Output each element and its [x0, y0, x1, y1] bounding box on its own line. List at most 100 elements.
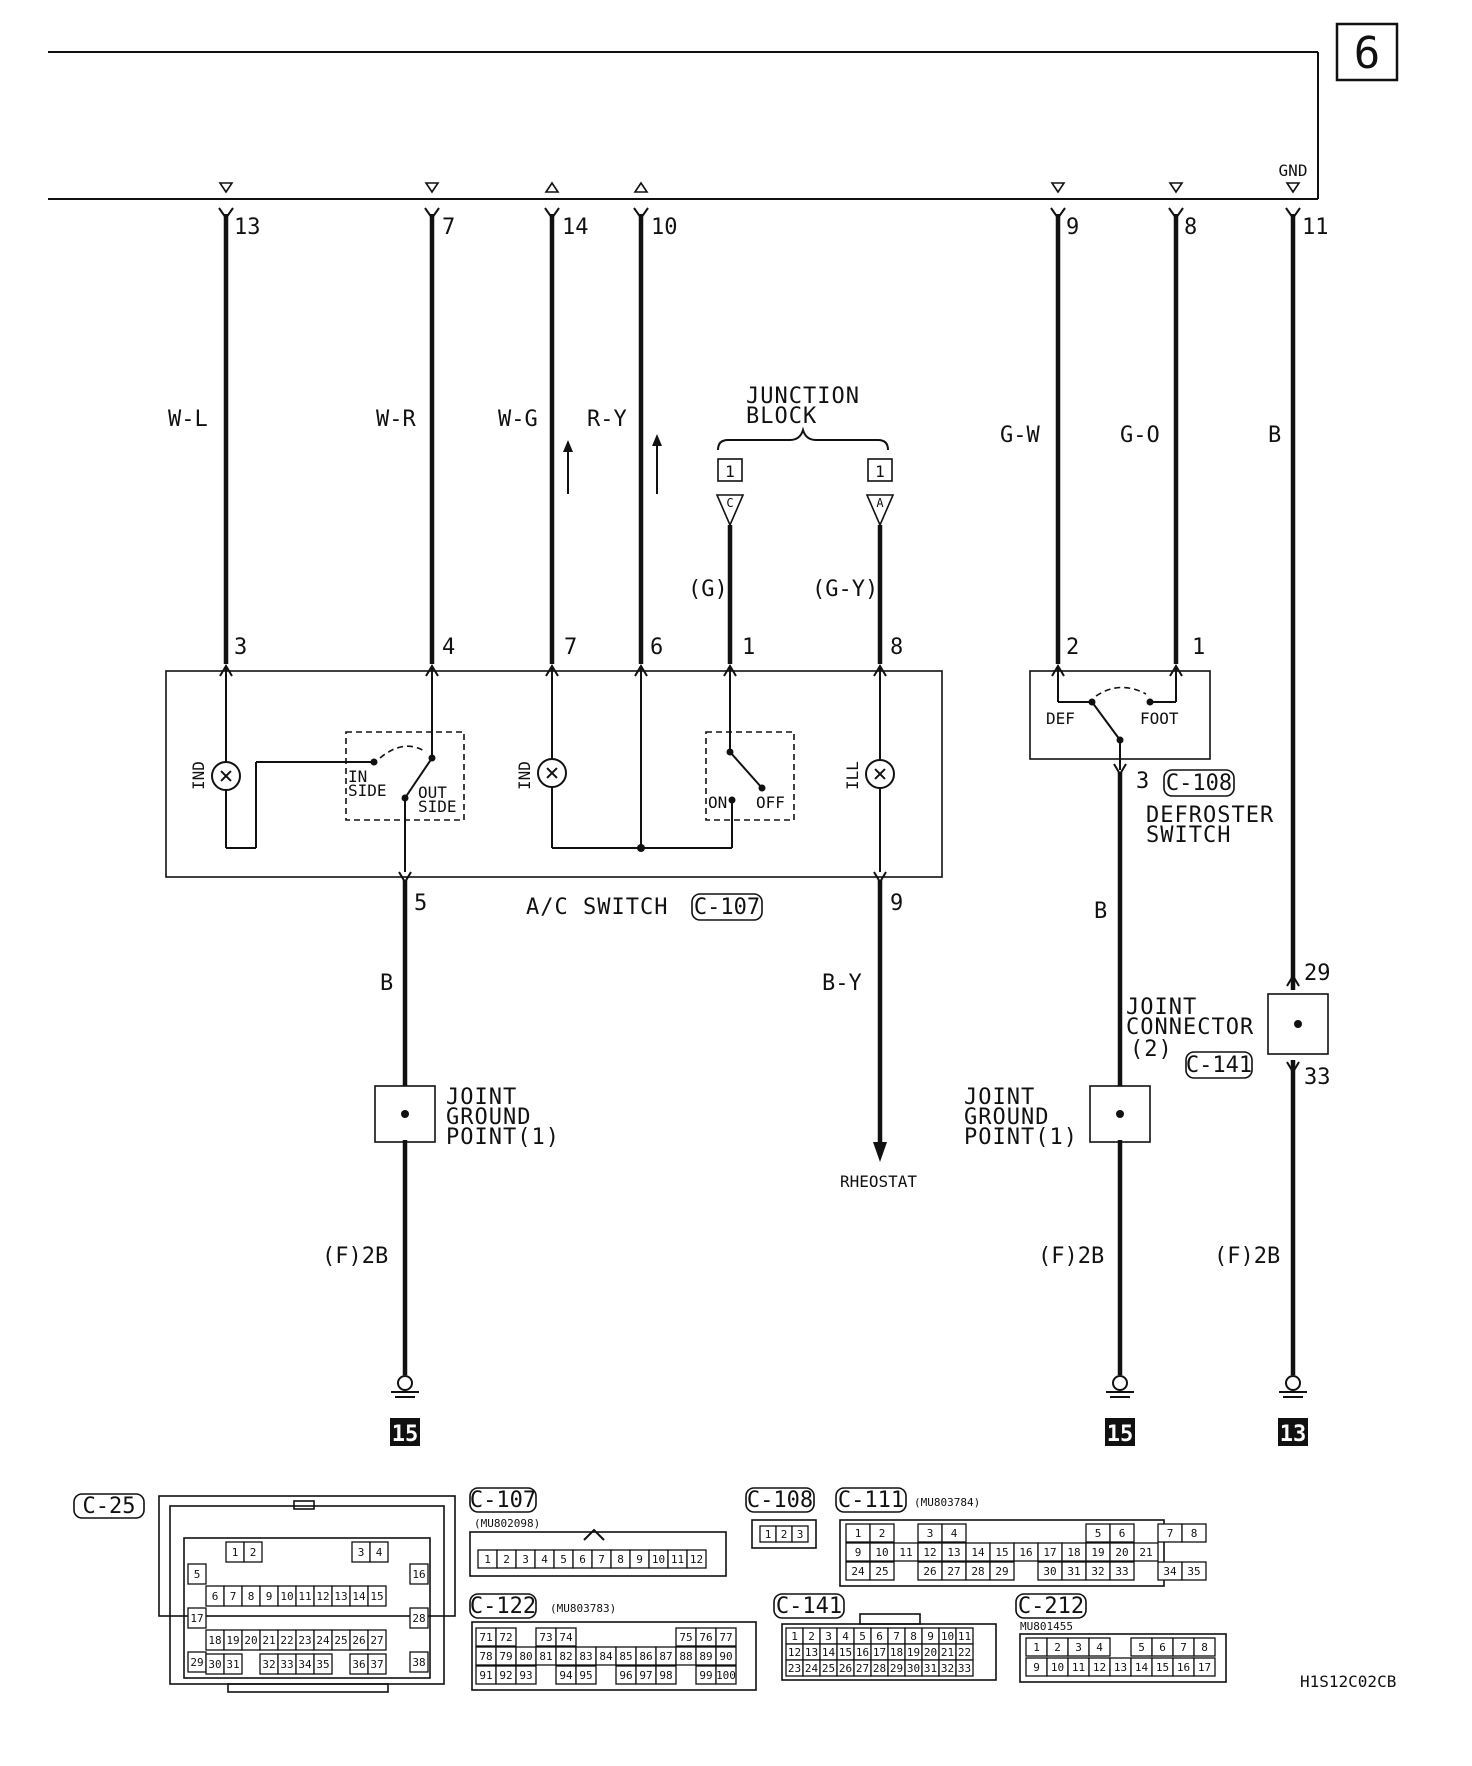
- c122-pin-73-label: 73: [539, 1631, 552, 1644]
- c111-pin-8-label: 8: [1191, 1527, 1198, 1540]
- wire-2b-defroster-label: (F)2B: [1038, 1244, 1104, 1269]
- c107-pin-7-label: 7: [598, 1553, 605, 1566]
- c141-pin-25-label: 25: [822, 1662, 835, 1675]
- c107-badge-text: C-107: [694, 895, 760, 920]
- jc-line2: CONNECTOR: [1126, 1015, 1254, 1040]
- jc-pin-33: 33: [1304, 1065, 1331, 1090]
- c212-pin-9-label: 9: [1033, 1661, 1040, 1674]
- inside-label-2: SIDE: [348, 781, 387, 800]
- c25-pin-16: [409, 1563, 429, 1585]
- c25-pin-5: [187, 1563, 207, 1585]
- c122-pin-90: [715, 1646, 737, 1666]
- defroster-entry-arrows: [1051, 664, 1183, 770]
- c141-key: [859, 1613, 921, 1625]
- c107-pin-2-label: 2: [503, 1553, 510, 1566]
- top-pin-markers: [218, 181, 1301, 194]
- c122-pin-72: [495, 1627, 517, 1647]
- c107-pin-10-label: 10: [652, 1553, 665, 1566]
- c25-badge-text: C-25: [83, 1494, 136, 1519]
- c25-pin-2-label: 2: [250, 1546, 257, 1559]
- c111-pin-31-label: 31: [1067, 1565, 1080, 1578]
- top-connector-forks: [218, 207, 1301, 220]
- page-number-box: [1335, 22, 1399, 82]
- jgp-right-line3: POINT(1): [964, 1125, 1078, 1150]
- c122-pin-75-label: 75: [679, 1631, 692, 1644]
- outside-label-1: OUT: [418, 783, 447, 802]
- def-contact: [1088, 698, 1096, 706]
- c111-pin-27-label: 27: [947, 1565, 960, 1578]
- c25-pin-21-label: 21: [262, 1634, 275, 1647]
- c25-pin-12-label: 12: [316, 1590, 329, 1603]
- c111-pin-20-label: 20: [1115, 1546, 1128, 1559]
- ac-pin-5: 5: [414, 891, 427, 916]
- ground-badge-left: [390, 1418, 420, 1446]
- c141-pin-30-label: 30: [907, 1662, 920, 1675]
- c25-pin-27: [367, 1629, 387, 1651]
- ground-badge-right: [1278, 1418, 1308, 1446]
- c122-pin-80-label: 80: [519, 1650, 532, 1663]
- c111-pin-17-label: 17: [1043, 1546, 1056, 1559]
- wire-color-b-y: B-Y: [822, 971, 862, 996]
- ac-junction-dot: [637, 844, 645, 852]
- c122-face: [471, 1621, 757, 1691]
- pin-arrow-up-14: [544, 181, 560, 193]
- wire-color-g: (G): [688, 577, 728, 602]
- jb-box-c: [717, 458, 743, 482]
- c107-pin-6-label: 6: [579, 1553, 586, 1566]
- c141-pin-26-label: 26: [839, 1662, 852, 1675]
- def-common: [1116, 736, 1124, 744]
- wire-2b-left-label: (F)2B: [322, 1244, 388, 1269]
- ac-pin-8: 8: [890, 635, 903, 660]
- c111-pin-29-label: 29: [995, 1565, 1008, 1578]
- c212-pin-13-label: 13: [1114, 1661, 1127, 1674]
- c111-pin-25-label: 25: [875, 1565, 888, 1578]
- defroster-name-2: SWITCH: [1146, 823, 1231, 848]
- wire-color-b: B: [1268, 423, 1281, 448]
- c25-pin-28-label: 28: [412, 1612, 425, 1625]
- pin-arrow-down-9: [1050, 182, 1066, 194]
- jb-terminal-c-letter: C: [726, 496, 733, 510]
- c25-pin-20-label: 20: [244, 1634, 257, 1647]
- c111-pin-3-label: 3: [927, 1527, 934, 1540]
- c25-pin-35: [313, 1653, 333, 1675]
- on-contact: [728, 796, 736, 804]
- c122-pin-78-label: 78: [479, 1650, 492, 1663]
- c212-face-badge: [1015, 1593, 1087, 1619]
- c212-pin-17: [1193, 1657, 1216, 1677]
- ind-label-mid: IND: [515, 761, 534, 790]
- c111-pin-10-label: 10: [875, 1546, 888, 1559]
- joint-ground-left-dot: [401, 1110, 409, 1118]
- c141-pin-33: [955, 1659, 974, 1677]
- joint-connector-box: [1267, 993, 1329, 1055]
- c111-pin-14-label: 14: [971, 1546, 985, 1559]
- c25-pin-5-label: 5: [194, 1568, 201, 1581]
- ac-pin-9: 9: [890, 891, 903, 916]
- c212-pin-1-label: 1: [1033, 1641, 1040, 1654]
- c25-pin-32-label: 32: [262, 1658, 275, 1671]
- jb-terminal-c-triangle: [715, 494, 745, 528]
- c107-key: [583, 1528, 605, 1541]
- c212-pin-17-label: 17: [1198, 1661, 1211, 1674]
- c108-badge-text: C-108: [1166, 771, 1232, 796]
- c25-badge: [73, 1493, 145, 1519]
- c122-pin-98-label: 98: [659, 1669, 672, 1682]
- c107-pin-8-label: 8: [617, 1553, 624, 1566]
- in-out-arc: [379, 745, 427, 759]
- c25-pin-17: [187, 1607, 207, 1629]
- c212-face: [1019, 1633, 1227, 1683]
- c122-pin-77: [715, 1627, 737, 1647]
- foot-label: FOOT: [1140, 709, 1179, 728]
- c212-pin-8: [1193, 1637, 1216, 1657]
- def-pin-1: 1: [1192, 635, 1205, 660]
- ac-pin-4: 4: [442, 635, 455, 660]
- c107-pin-1-label: 1: [484, 1553, 491, 1566]
- c25-pin-36-label: 36: [352, 1658, 365, 1671]
- jb-box-a: [867, 458, 893, 482]
- rheostat-arrow: [873, 1142, 887, 1162]
- c212-pin-12-label: 12: [1093, 1661, 1106, 1674]
- jc-pin-29: 29: [1304, 961, 1331, 986]
- ground-badge-right-text: 13: [1280, 1422, 1307, 1447]
